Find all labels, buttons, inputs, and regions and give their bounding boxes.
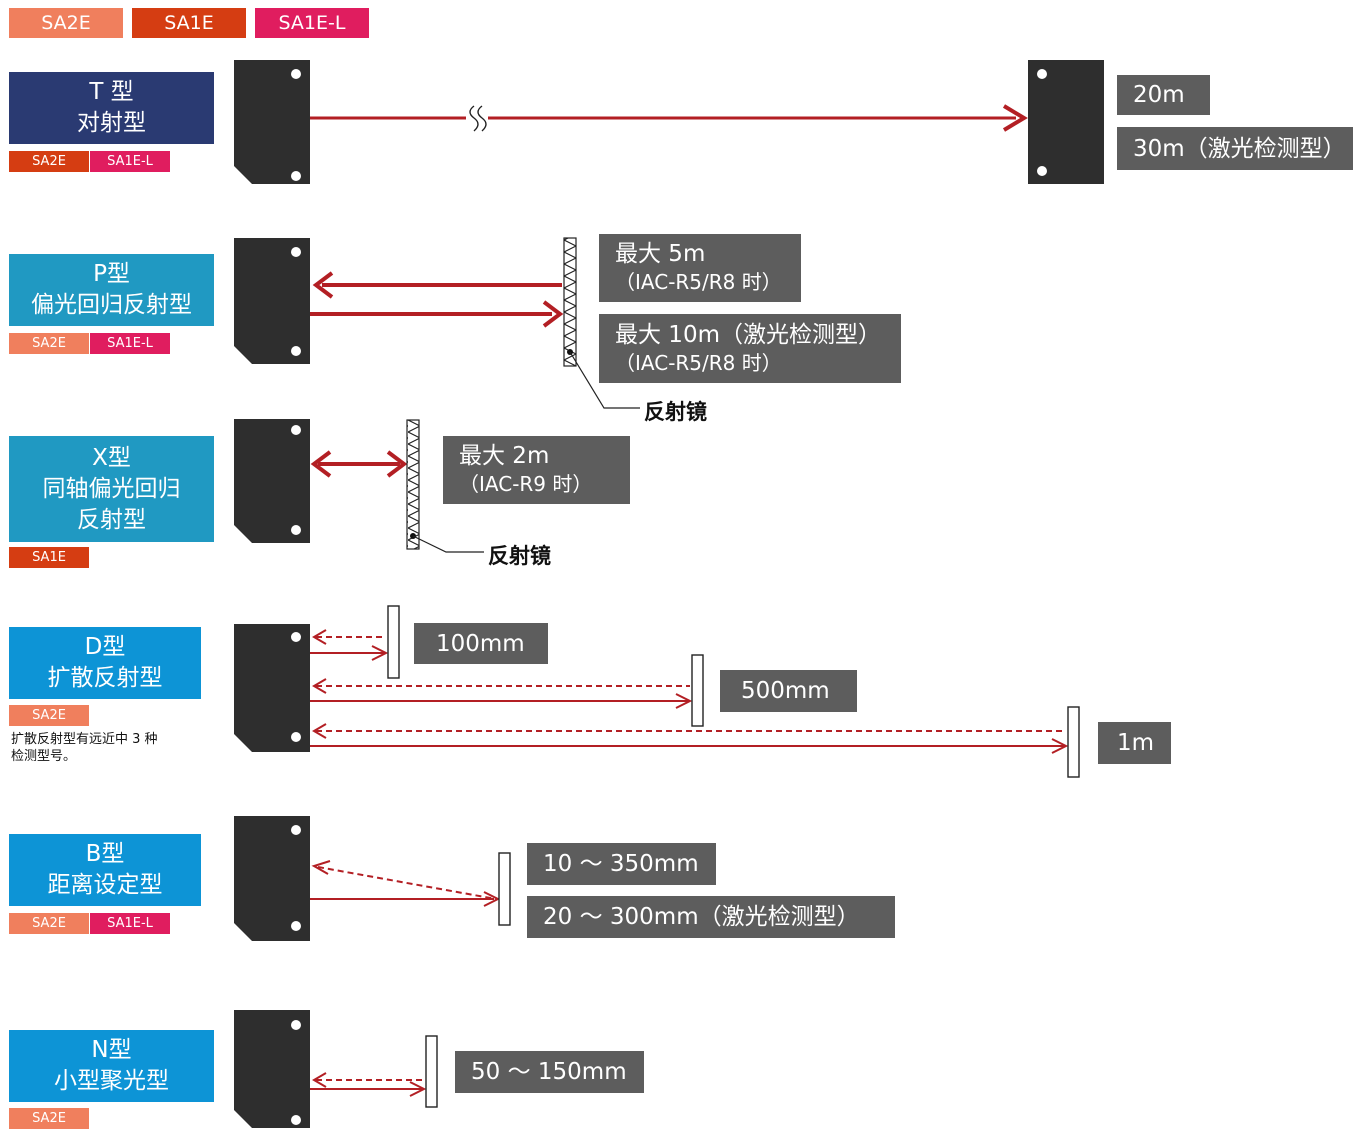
- range-b-2: 20 ～ 300mm（激光检测型）: [527, 896, 895, 938]
- range-p-1: 最大 5m （IAC-R5/R8 时）: [599, 234, 801, 302]
- targets-d: [387, 605, 1080, 778]
- range-b-1-text: 10 ～ 350mm: [543, 851, 699, 877]
- range-b-1: 10 ～ 350mm: [527, 843, 716, 885]
- type-b-box: B型 距离设定型: [9, 834, 201, 906]
- range-t-2: 30m（激光检测型）: [1117, 127, 1353, 170]
- range-d-2-text: 500mm: [741, 678, 830, 704]
- range-p-2-line1: 最大 10m（激光检测型）: [615, 321, 881, 348]
- type-d-box: D型 扩散反射型: [9, 627, 201, 699]
- type-p-line2: 偏光回归反射型: [31, 292, 192, 318]
- range-n-1-text: 50 ～ 150mm: [471, 1059, 627, 1085]
- range-d-3-text: 1m: [1117, 730, 1155, 756]
- type-p-line1: P型: [93, 261, 130, 287]
- type-x-tag-sa1e: SA1E: [9, 547, 89, 568]
- beam-p: [310, 271, 564, 328]
- reflector-x-label: 反射镜: [488, 544, 551, 568]
- reflector-p: [563, 237, 640, 409]
- beam-t: [310, 104, 1028, 132]
- type-x-line1: X型: [92, 444, 131, 471]
- type-d-note-line2: 检测型号。: [11, 749, 77, 764]
- type-t-line2: 对射型: [77, 110, 146, 136]
- range-t-1-text: 20m: [1133, 82, 1185, 108]
- legend-sa1el: SA1E-L: [255, 8, 369, 38]
- type-t-tag-sa2e: SA2E: [9, 151, 89, 172]
- type-n-line2: 小型聚光型: [54, 1068, 169, 1094]
- type-n-tag-sa2e: SA2E: [9, 1108, 89, 1129]
- type-t-line1: T 型: [89, 79, 134, 105]
- range-p-1-line1: 最大 5m: [615, 241, 706, 267]
- type-n-box: N型 小型聚光型: [9, 1030, 214, 1102]
- reflector-x: [406, 419, 484, 553]
- range-p-2-line2: （IAC-R5/R8 时）: [615, 350, 782, 375]
- legend-sa2e: SA2E: [9, 8, 123, 38]
- type-d-tag-sa2e: SA2E: [9, 705, 89, 726]
- sensor-x: [234, 419, 310, 543]
- type-p-tag-sa2e: SA2E: [9, 333, 89, 354]
- sensor-b: [234, 816, 310, 941]
- target-n: [425, 1035, 438, 1108]
- sensor-t-receiver: [1028, 60, 1104, 184]
- type-x-line2: 同轴偏光回归: [42, 475, 181, 502]
- beam-n: [310, 1072, 427, 1097]
- type-x-line3: 反射型: [77, 506, 146, 533]
- type-b-tag-sa1el: SA1E-L: [90, 913, 170, 934]
- range-d-1: 100mm: [414, 623, 548, 664]
- range-x-1: 最大 2m （IAC-R9 时）: [443, 436, 630, 504]
- type-d-note-line1: 扩散反射型有远近中 3 种: [11, 732, 158, 747]
- range-d-3: 1m: [1098, 722, 1171, 764]
- sensor-d: [234, 624, 310, 752]
- type-p-tag-sa1el: SA1E-L: [90, 333, 170, 354]
- range-t-1: 20m: [1117, 75, 1210, 115]
- range-t-2-text: 30m（激光检测型）: [1133, 135, 1346, 162]
- type-b-line1: B型: [85, 841, 125, 867]
- range-x-1-line2: （IAC-R9 时）: [459, 472, 593, 496]
- range-p-1-line2: （IAC-R5/R8 时）: [615, 270, 782, 294]
- type-d-line1: D型: [84, 634, 126, 660]
- beam-b: [310, 860, 501, 907]
- range-d-1-text: 100mm: [436, 630, 525, 657]
- type-d-line2: 扩散反射型: [47, 665, 163, 691]
- type-n-line1: N型: [91, 1037, 132, 1063]
- type-x-box: X型 同轴偏光回归 反射型: [9, 436, 214, 542]
- range-n-1: 50 ～ 150mm: [455, 1051, 644, 1093]
- type-p-box: P型 偏光回归反射型: [9, 254, 214, 326]
- range-p-2: 最大 10m（激光检测型） （IAC-R5/R8 时）: [599, 314, 901, 383]
- range-b-2-text: 20 ～ 300mm（激光检测型）: [543, 904, 860, 930]
- target-b: [498, 852, 511, 926]
- sensor-t-emitter: [234, 60, 310, 184]
- legend-sa1e: SA1E: [132, 8, 246, 38]
- sensor-p: [234, 238, 310, 364]
- type-b-line2: 距离设定型: [47, 872, 163, 898]
- beam-t-break-icon: [469, 105, 487, 132]
- beam-x: [310, 450, 408, 478]
- type-t-box: T 型 对射型: [9, 72, 214, 144]
- type-t-tag-sa1el: SA1E-L: [90, 151, 170, 172]
- type-b-tag-sa2e: SA2E: [9, 913, 89, 934]
- reflector-p-label: 反射镜: [644, 400, 707, 424]
- sensor-n: [234, 1010, 310, 1128]
- range-d-2: 500mm: [720, 670, 857, 712]
- beam-d: [310, 629, 1069, 754]
- type-d-note: 扩散反射型有远近中 3 种 检测型号。: [11, 731, 158, 765]
- range-x-1-line1: 最大 2m: [459, 443, 550, 469]
